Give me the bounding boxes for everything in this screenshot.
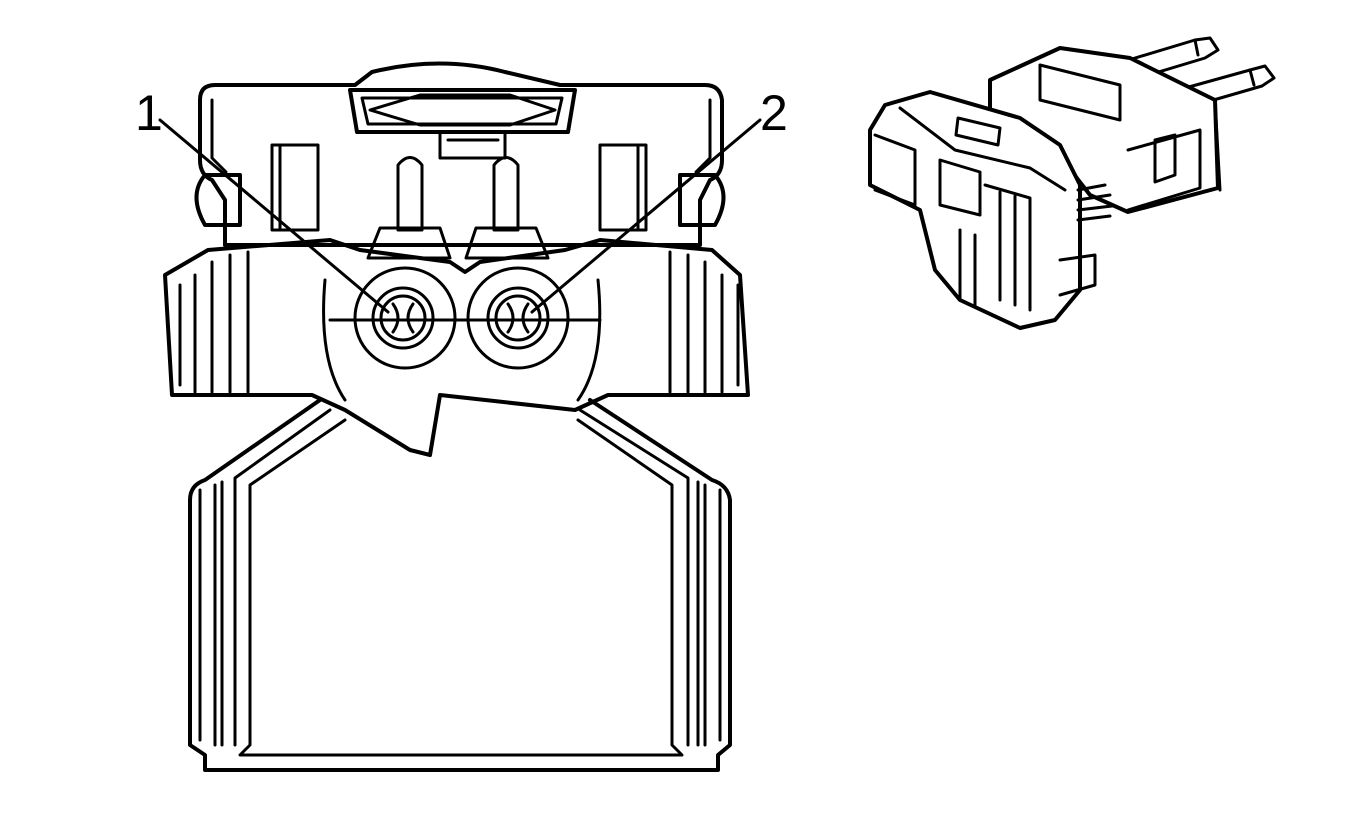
connector-iso-view (868, 36, 1276, 330)
pin-1-callout: 1 (135, 85, 163, 141)
leader-line-2 (530, 118, 762, 314)
leader-line-1 (158, 118, 390, 314)
pin-2-callout: 2 (760, 85, 788, 141)
connector-face-body (163, 61, 750, 772)
